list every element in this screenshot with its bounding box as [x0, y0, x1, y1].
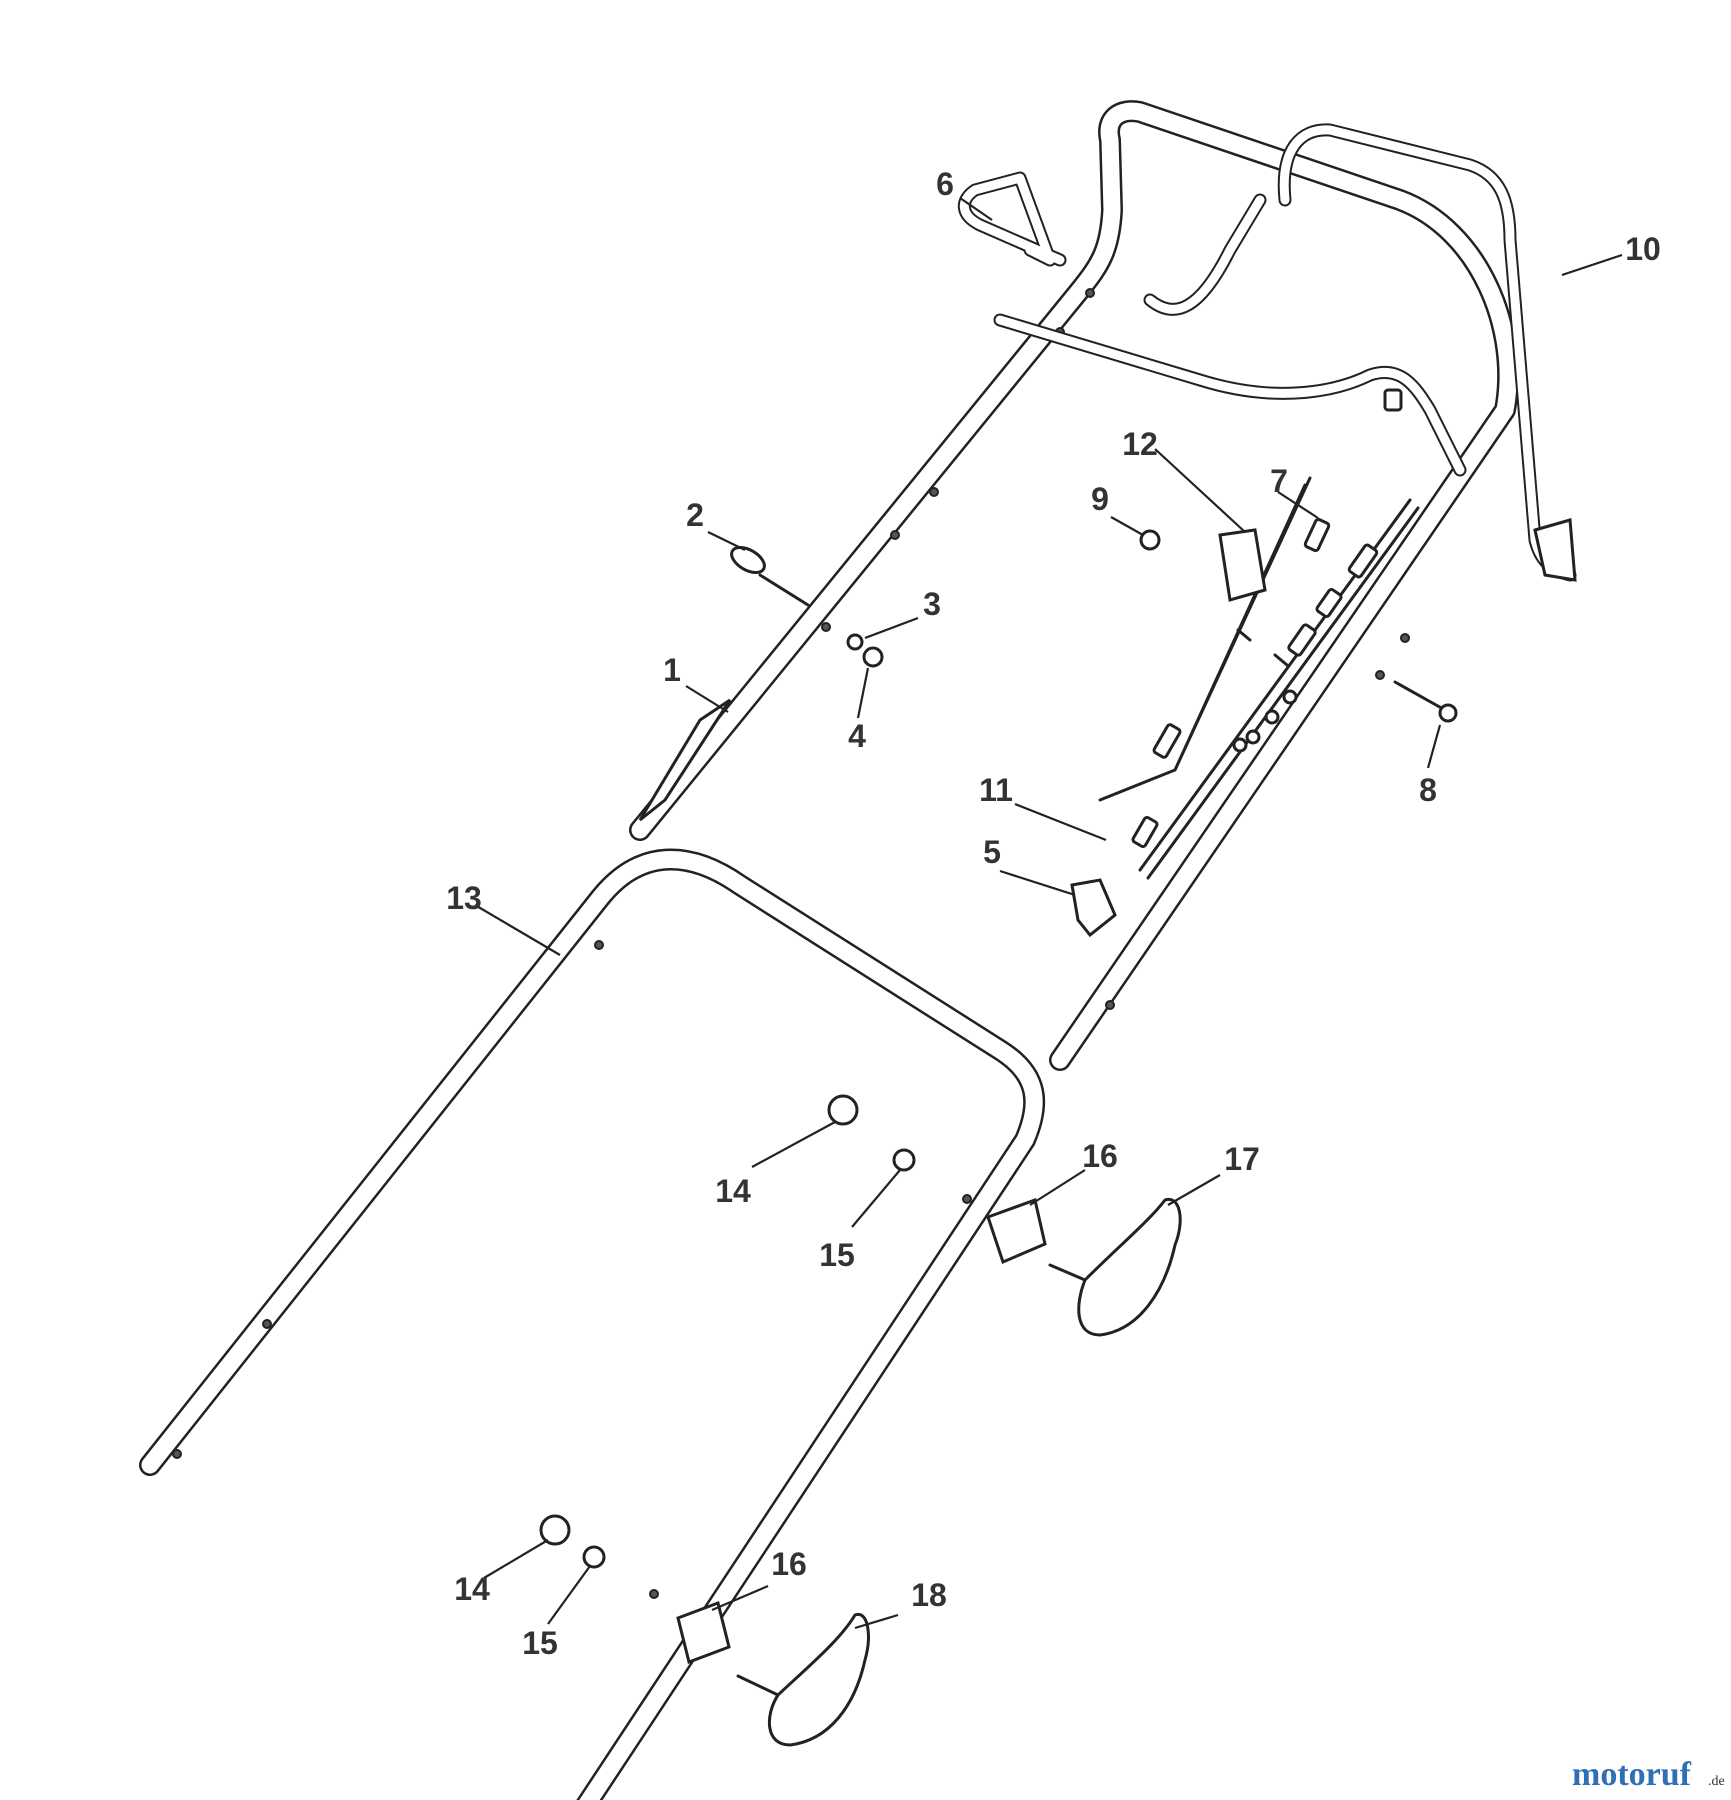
callout-14-lower: 14 — [454, 1571, 490, 1607]
nut-part-15-lower — [582, 1545, 606, 1569]
nut-part-9 — [1139, 529, 1161, 551]
callout-4: 4 — [848, 718, 866, 754]
watermark-suffix: .de — [1708, 1774, 1725, 1789]
callout-15-upper: 15 — [819, 1237, 855, 1273]
clamp-block-part-16-upper — [986, 1198, 1047, 1265]
callout-8: 8 — [1419, 772, 1437, 808]
lever-part-17 — [1048, 1197, 1182, 1337]
nut-part-15-upper — [892, 1148, 916, 1172]
callout-12: 12 — [1122, 426, 1158, 462]
callout-16-upper: 16 — [1082, 1138, 1118, 1174]
bolt-part-8 — [1393, 680, 1447, 712]
eye-bolt-part-2 — [730, 546, 810, 607]
callout-10: 10 — [1625, 231, 1661, 267]
operator-bail — [993, 193, 1467, 477]
callout-5: 5 — [983, 834, 1001, 870]
washer-part-3 — [846, 633, 864, 651]
lower-handle-part-13 — [139, 848, 1046, 1800]
callout-6: 6 — [936, 166, 954, 202]
callout-14-upper: 14 — [715, 1173, 751, 1209]
drive-bail-part-10 — [1277, 123, 1577, 582]
callout-2: 2 — [686, 497, 704, 533]
nut-part-4 — [862, 646, 884, 668]
watermark-logo: motoruf .de — [1572, 1756, 1725, 1793]
callout-11: 11 — [979, 772, 1013, 808]
callout-16-lower: 16 — [771, 1546, 807, 1582]
callout-13: 13 — [446, 880, 482, 916]
cable-connector-part-5 — [1070, 878, 1117, 938]
cable-clip-part-12 — [1218, 528, 1267, 602]
callout-9: 9 — [1091, 481, 1109, 517]
upper-handle-frame — [629, 100, 1520, 1071]
callout-labels: 1 2 3 4 5 6 7 8 9 10 11 12 13 14 15 16 1… — [446, 166, 1661, 1661]
control-cables-part-7 — [1098, 476, 1420, 880]
nut-part-14-upper — [827, 1094, 859, 1126]
lever-part-18 — [736, 1612, 870, 1747]
callout-18: 18 — [911, 1577, 947, 1613]
nut-part-14-lower — [539, 1514, 571, 1546]
callout-15-lower: 15 — [522, 1625, 558, 1661]
leader-lines — [474, 197, 1623, 1630]
clamp-block-part-16-lower — [676, 1601, 731, 1664]
callout-1: 1 — [663, 652, 681, 688]
callout-3: 3 — [923, 586, 941, 622]
watermark-text: motoruf — [1572, 1756, 1692, 1793]
callout-7: 7 — [1270, 463, 1288, 499]
callout-17: 17 — [1224, 1141, 1260, 1177]
